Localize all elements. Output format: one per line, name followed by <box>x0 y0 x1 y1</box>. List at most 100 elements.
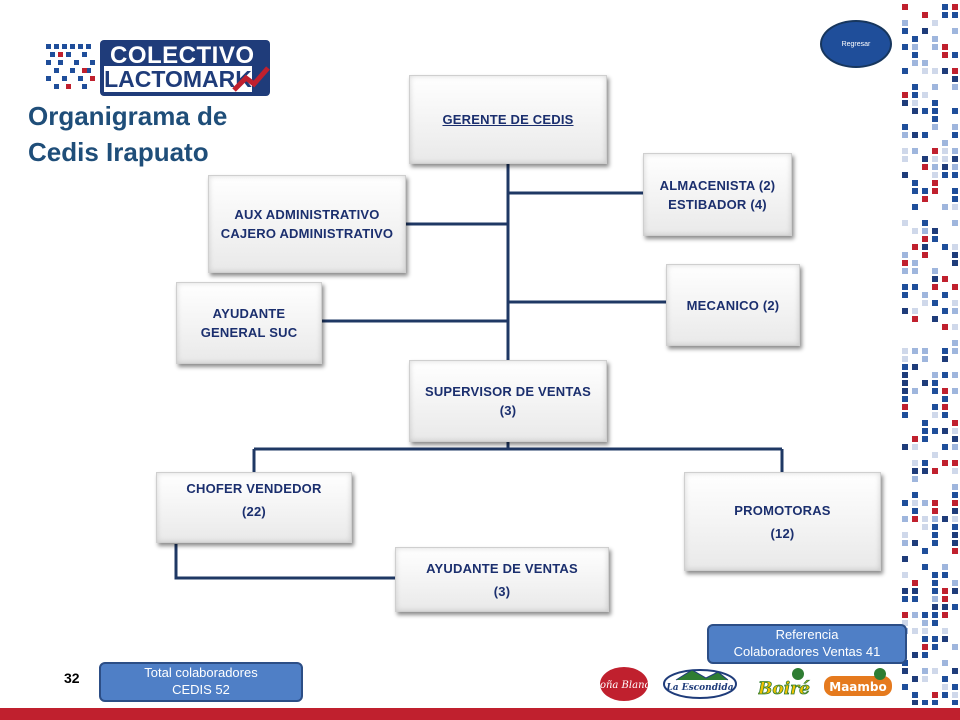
pattern-square <box>902 668 908 674</box>
pattern-square <box>902 540 908 546</box>
pattern-square <box>952 548 958 554</box>
pattern-square <box>952 388 958 394</box>
pattern-square <box>952 428 958 434</box>
pattern-square <box>932 228 938 234</box>
chofer-label-line-1: CHOFER VENDEDOR <box>186 481 322 496</box>
pattern-square <box>922 676 928 682</box>
pattern-square <box>932 100 938 106</box>
supervisor-label-line-1: SUPERVISOR DE VENTAS <box>424 384 592 399</box>
pattern-square <box>932 612 938 618</box>
pattern-square <box>912 44 918 50</box>
pattern-square <box>952 588 958 594</box>
pattern-square <box>932 468 938 474</box>
gerente-label[interactable]: GERENTE DE CEDIS <box>442 112 574 127</box>
pattern-square <box>932 20 938 26</box>
pattern-square <box>942 356 948 362</box>
reference-line-1: Referencia <box>775 627 839 642</box>
promotoras-label-line-2: (12) <box>770 525 795 541</box>
pattern-square <box>932 180 938 186</box>
pattern-square <box>922 524 928 530</box>
pattern-square <box>922 636 928 642</box>
pattern-square <box>922 548 928 554</box>
pattern-square <box>932 44 938 50</box>
pattern-square <box>922 164 928 170</box>
pattern-square <box>922 236 928 242</box>
almacenista-label-line-1: ALMACENISTA (2) <box>659 177 776 193</box>
pattern-square <box>932 692 938 698</box>
pattern-square <box>902 444 908 450</box>
pattern-square <box>922 652 928 658</box>
pattern-square <box>912 540 918 546</box>
pattern-square <box>932 588 938 594</box>
pattern-square <box>922 700 928 705</box>
pattern-square <box>942 292 948 298</box>
pattern-square <box>912 588 918 594</box>
pattern-square <box>902 20 908 26</box>
pattern-square <box>932 188 938 194</box>
pattern-square <box>912 132 918 138</box>
pattern-square <box>952 372 958 378</box>
pattern-square <box>922 92 928 98</box>
pattern-square <box>902 380 908 386</box>
pattern-square <box>922 356 928 362</box>
logo-pixel-icon <box>46 44 95 89</box>
pattern-square <box>912 84 918 90</box>
pattern-square <box>922 644 928 650</box>
pattern-square <box>912 700 918 705</box>
pattern-square <box>952 524 958 530</box>
org-box-chofer-vendedor: CHOFER VENDEDOR (22) <box>156 472 352 543</box>
pattern-square <box>952 108 958 114</box>
pattern-square <box>902 412 908 418</box>
pattern-square <box>942 388 948 394</box>
pattern-square <box>912 108 918 114</box>
pattern-square <box>902 588 908 594</box>
pattern-square <box>952 156 958 162</box>
pattern-square <box>932 644 938 650</box>
pattern-square <box>932 84 938 90</box>
ayudante-ventas-label-line-2: (3) <box>493 583 511 599</box>
pattern-square <box>942 308 948 314</box>
pattern-square <box>902 356 908 362</box>
pattern-square <box>942 628 948 634</box>
pattern-square <box>942 52 948 58</box>
pattern-square <box>902 348 908 354</box>
org-box-ayudante-general: AYUDANTE GENERAL SUC <box>176 282 322 364</box>
pattern-square <box>932 532 938 538</box>
pattern-square <box>902 268 908 274</box>
total-line-1: Total colaboradores <box>144 665 258 680</box>
pattern-square <box>902 252 908 258</box>
pattern-square <box>952 604 958 610</box>
pattern-square <box>922 436 928 442</box>
pattern-square <box>942 612 948 618</box>
pattern-square <box>902 404 908 410</box>
pattern-square <box>912 508 918 514</box>
pattern-square <box>902 4 908 10</box>
pattern-square <box>952 148 958 154</box>
pattern-square <box>902 388 908 394</box>
pattern-square <box>942 588 948 594</box>
pattern-square <box>932 620 938 626</box>
aux-label-line-2: CAJERO ADMINISTRATIVO <box>220 226 394 241</box>
pattern-square <box>952 300 958 306</box>
pattern-square <box>922 612 928 618</box>
pattern-square <box>902 148 908 154</box>
pattern-square <box>902 68 908 74</box>
org-box-almacenista: ALMACENISTA (2) ESTIBADOR (4) <box>643 153 792 236</box>
pattern-square <box>952 492 958 498</box>
pattern-square <box>912 444 918 450</box>
pattern-square <box>902 308 908 314</box>
pattern-square <box>952 28 958 34</box>
pattern-square <box>912 92 918 98</box>
pattern-square <box>932 148 938 154</box>
back-button[interactable]: Regresar <box>820 20 892 68</box>
pattern-square <box>952 508 958 514</box>
pattern-square <box>942 396 948 402</box>
pattern-square <box>932 700 938 705</box>
page-number: 32 <box>64 670 80 686</box>
pattern-square <box>922 300 928 306</box>
pattern-square <box>932 300 938 306</box>
pattern-square <box>942 44 948 50</box>
pattern-square <box>952 324 958 330</box>
pattern-square <box>942 12 948 18</box>
pattern-square <box>932 636 938 642</box>
